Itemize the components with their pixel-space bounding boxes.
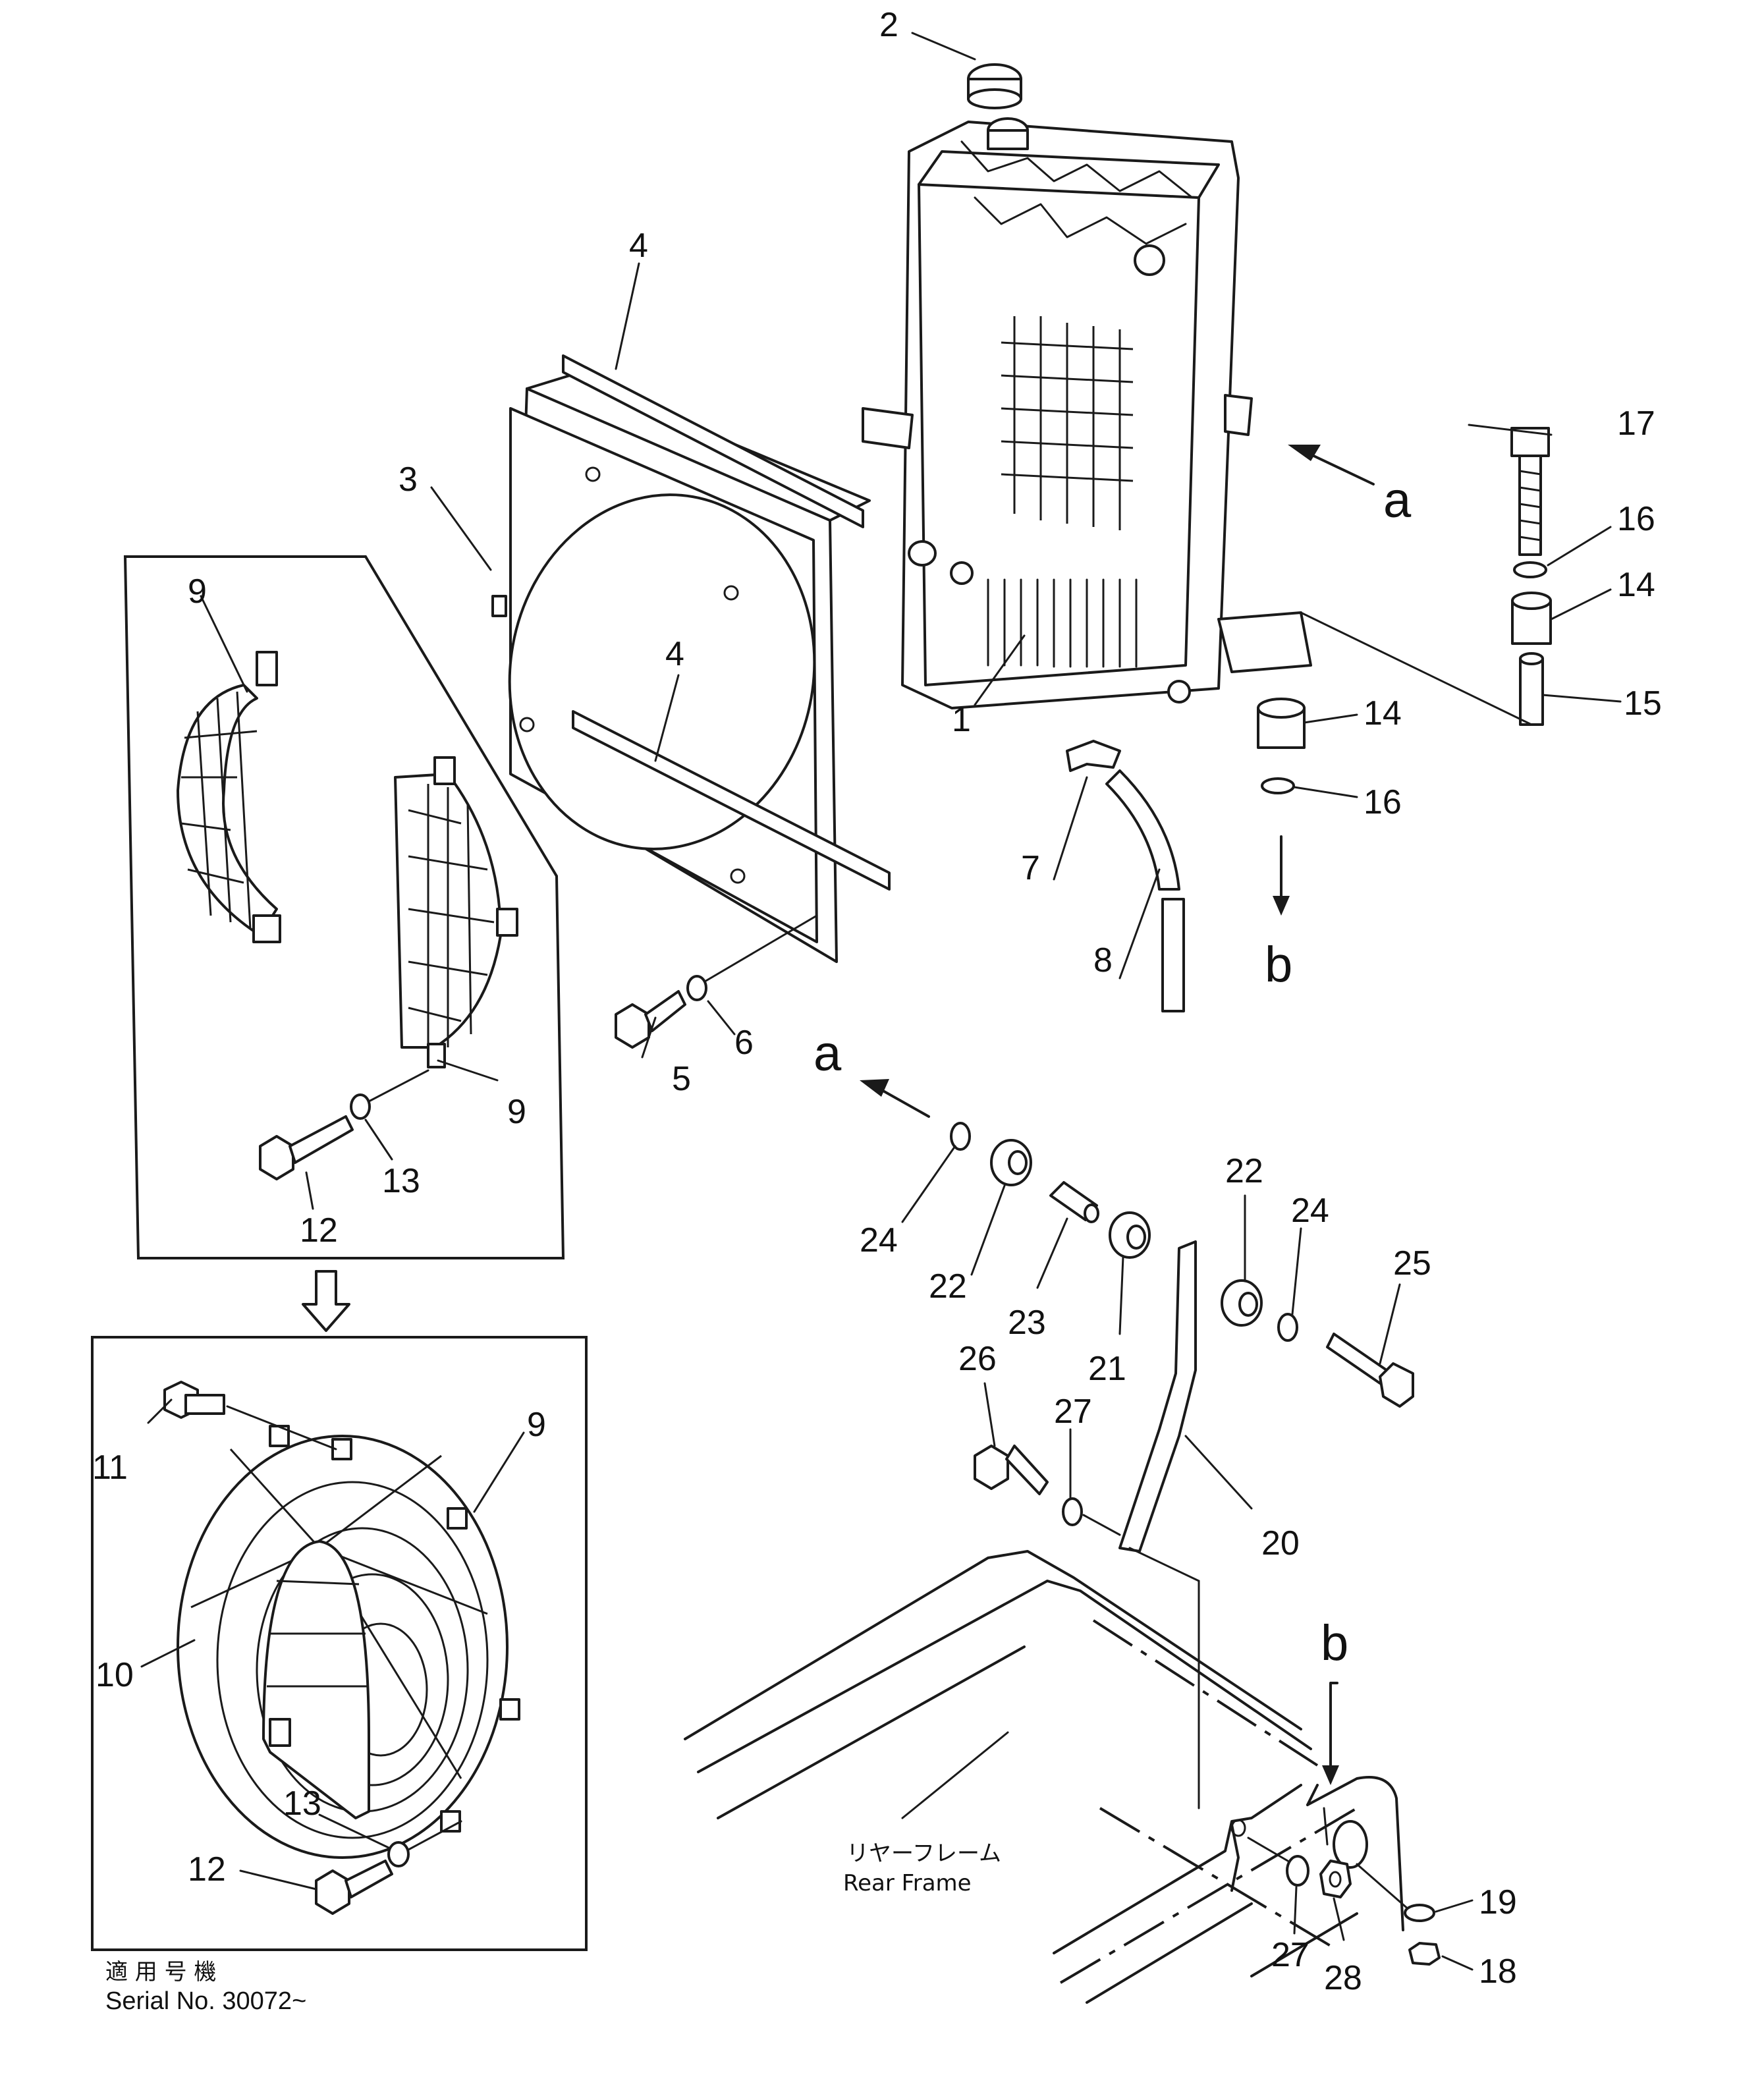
inset-guard-halves: [123, 555, 565, 1259]
callout-1: 1: [952, 701, 971, 739]
bolt-5: [615, 990, 686, 1049]
nut-28: [1319, 1860, 1352, 1898]
washer-13-inset2: [387, 1841, 410, 1867]
callout-20: 20: [1261, 1524, 1300, 1562]
callout-7: 7: [1021, 849, 1040, 887]
nut-18: [1408, 1942, 1441, 1966]
callout-19: 19: [1479, 1883, 1517, 1921]
stay-20: [1118, 1240, 1197, 1553]
bolt-26: [974, 1445, 1049, 1495]
washer-6: [686, 975, 707, 1001]
callout-11: 11: [92, 1449, 128, 1487]
callout-3: 3: [399, 460, 418, 499]
fan-guard-assembled: [177, 1425, 520, 1859]
bolt-12-inset1: [259, 1115, 354, 1180]
callout-17: 17: [1617, 404, 1655, 443]
callout-numbers: 2 4 3 4 1 7 8 5 6 17 16 14 15 14 16 9 9 …: [92, 6, 1662, 1997]
washer-13-inset1: [350, 1093, 371, 1120]
radiator-assembly: [862, 117, 1312, 709]
fan-guard-half-right: [394, 756, 518, 1068]
callout-5: 5: [672, 1060, 691, 1098]
view-letter-a-top: a: [1383, 472, 1412, 528]
callout-6: 6: [734, 1024, 754, 1062]
callout-27-lower: 27: [1271, 1936, 1309, 1974]
callout-18: 18: [1479, 1952, 1517, 1991]
arrow-b-low: [1322, 1682, 1339, 1785]
bolt-12-inset2: [315, 1860, 393, 1915]
bottom-tank-fins: [987, 578, 1138, 668]
washer-19: [1404, 1904, 1435, 1922]
collar-23: [1049, 1181, 1099, 1223]
bolt-25: [1326, 1333, 1414, 1408]
seal-strip-lower: [572, 710, 891, 891]
view-letter-b-mid: b: [1265, 937, 1292, 993]
washer-24-right: [1277, 1313, 1298, 1342]
collar-15: [1519, 652, 1544, 726]
callout-4-lower: 4: [665, 635, 684, 673]
arrow-a-mid: [860, 1079, 930, 1118]
callout-14-lower: 14: [1364, 694, 1402, 732]
callout-8: 8: [1093, 941, 1113, 980]
fan-guard-half-left: [177, 651, 281, 943]
callout-12-inset1: 12: [300, 1211, 338, 1250]
washer-16-upper: [1513, 561, 1547, 578]
callout-9-inset-left: 9: [188, 572, 207, 611]
callout-14-upper: 14: [1617, 566, 1655, 604]
radiator-cap: [967, 63, 1022, 109]
applicable-serial-jp: 適 用 号 機: [105, 1959, 216, 1985]
callout-15: 15: [1624, 684, 1662, 723]
callout-28: 28: [1324, 1959, 1362, 1997]
callout-12-inset2: 12: [188, 1850, 226, 1889]
callout-2: 2: [879, 6, 898, 44]
rear-frame-label-en: Rear Frame: [843, 1870, 972, 1896]
down-arrow-icon: [302, 1270, 350, 1332]
bolt-11: [163, 1381, 337, 1450]
cushion-21: [1109, 1211, 1151, 1259]
callout-22-left: 22: [929, 1267, 967, 1306]
cushion-14-lower: [1257, 698, 1306, 749]
callout-16-lower: 16: [1364, 783, 1402, 821]
drain-hose-8: [1105, 769, 1185, 1012]
callout-13-inset2: 13: [283, 1784, 321, 1823]
arrow-a-top: [1288, 445, 1375, 485]
washer-16-lower: [1261, 777, 1295, 794]
cushion-22-right: [1221, 1279, 1263, 1327]
callout-4-upper: 4: [629, 227, 648, 265]
arrow-b-mid: [1273, 835, 1290, 916]
callout-9-inset-right: 9: [507, 1093, 526, 1131]
view-letter-a-mid: a: [813, 1026, 842, 1082]
callout-27-upper: 27: [1054, 1393, 1092, 1431]
cushion-22-left: [990, 1139, 1032, 1186]
callout-9-assembled: 9: [527, 1406, 546, 1444]
callout-23: 23: [1008, 1304, 1046, 1342]
hose-clip-7: [1066, 740, 1121, 772]
washer-27-lower: [1286, 1855, 1309, 1887]
view-letter-b-low: b: [1321, 1615, 1348, 1671]
callout-10: 10: [96, 1656, 134, 1694]
core-grid: [1001, 316, 1134, 530]
washer-27-upper: [1062, 1497, 1083, 1526]
callout-13-inset1: 13: [382, 1162, 420, 1200]
callout-16-upper: 16: [1617, 500, 1655, 538]
callout-24-left: 24: [860, 1221, 898, 1259]
cushion-14-upper: [1511, 592, 1552, 645]
bolt-17: [1510, 427, 1550, 556]
callout-26: 26: [958, 1340, 997, 1378]
rear-frame: [684, 1550, 1411, 2004]
seal-strip-upper: [562, 354, 864, 528]
leader-lines: [140, 32, 1622, 1971]
serial-number-note: Serial No. 30072~: [105, 1987, 306, 2015]
callout-24-right: 24: [1291, 1192, 1329, 1230]
rear-frame-label-jp: リヤーフレーム: [846, 1840, 1001, 1867]
callout-21: 21: [1088, 1350, 1126, 1388]
callout-25: 25: [1393, 1244, 1431, 1283]
washer-24-left: [950, 1122, 971, 1151]
callout-22-right: 22: [1225, 1152, 1263, 1190]
inset-assembled-guard: [91, 1336, 588, 1951]
